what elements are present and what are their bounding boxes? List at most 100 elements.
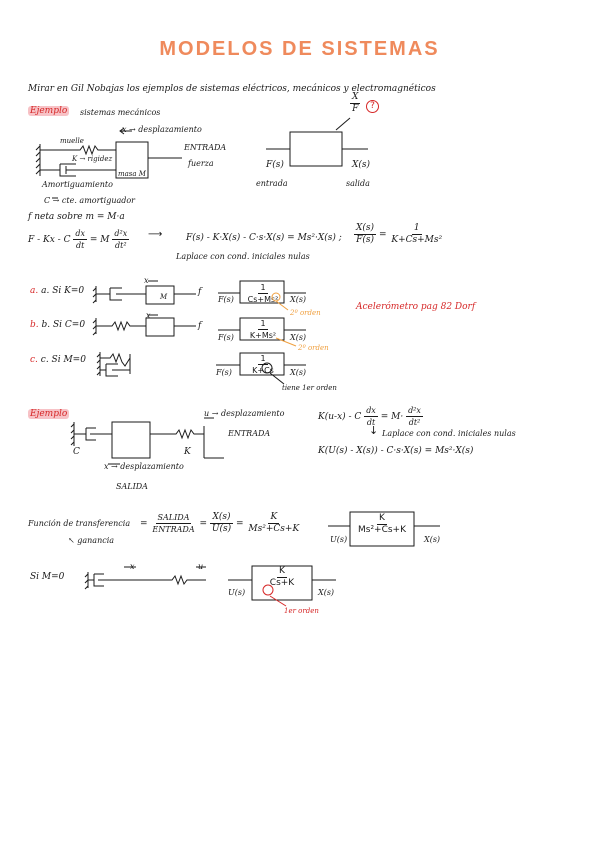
case-c-block xyxy=(239,352,285,376)
block-output-label: X(s) xyxy=(352,160,371,170)
case-c-note: tiene 1er orden xyxy=(282,384,337,392)
entrada-label: ENTRADA xyxy=(184,143,227,152)
mass-box-1 xyxy=(115,141,149,179)
case-b-block xyxy=(239,317,285,341)
ex2-k-label: K xyxy=(184,447,191,457)
intro-text: Mirar en Gil Nobajas los ejemplos de sis… xyxy=(28,84,436,94)
m0-out: X(s) xyxy=(318,588,335,597)
transfer-block xyxy=(349,511,415,547)
example2-label: Ejemplo xyxy=(28,409,70,419)
case-a-mass xyxy=(145,285,175,305)
case-a-circle xyxy=(271,292,281,302)
c-amortiguador-label: C → cte. amortiguador xyxy=(44,196,135,205)
m0-in: U(s) xyxy=(228,588,246,597)
case-a-label: a. a. Si K=0 xyxy=(30,286,85,296)
ex2-salida-label: SALIDA xyxy=(116,482,148,491)
entrada-small-label: entrada xyxy=(256,179,288,188)
masa-label: masa M xyxy=(118,170,146,178)
ex2-x-label: x → desplazamiento xyxy=(104,462,184,471)
ex2-mass xyxy=(111,421,151,459)
laplace-note: Laplace con cond. iniciales nulas xyxy=(176,252,310,261)
case-a-out: X(s) xyxy=(290,295,307,304)
ex2-laplace-note: Laplace con cond. iniciales nulas xyxy=(382,429,516,438)
case-b-wall xyxy=(92,318,97,336)
x-displacement-label: x → desplazamiento xyxy=(122,125,202,134)
case-b-mass xyxy=(145,317,175,337)
case-c-spring xyxy=(100,352,131,367)
example1-subtitle: sistemas mecánicos xyxy=(80,108,161,117)
case-c-wall xyxy=(96,352,101,376)
page-title: MODELOS DE SISTEMAS xyxy=(159,38,440,60)
ex2-damper xyxy=(74,427,112,441)
m0-note: 1er orden xyxy=(284,607,319,615)
muelle-label: muelle xyxy=(60,137,84,145)
transfer-block-in: U(s) xyxy=(330,535,348,544)
u-displacement-label: u → desplazamiento xyxy=(204,409,285,418)
case-a-pointer xyxy=(275,300,289,311)
case-b-note: 2º orden xyxy=(298,344,329,352)
x-arrow-1 xyxy=(119,127,132,135)
spring-1 xyxy=(40,144,116,156)
amortiguamiento-label: Amortiguamiento xyxy=(42,180,113,189)
implies-arrow: ⟶ xyxy=(148,229,163,240)
salida-small-label: salida xyxy=(346,179,370,188)
case-c-pointer xyxy=(269,372,285,385)
case-a-note: 2º orden xyxy=(290,309,321,317)
m0-circle xyxy=(262,584,274,596)
case-a-block xyxy=(239,280,285,304)
case-b-pointer xyxy=(275,337,297,347)
case-c-damper xyxy=(100,354,131,377)
wall-hatch xyxy=(35,145,41,175)
block-1 xyxy=(289,131,343,167)
case-c-circle xyxy=(261,362,273,374)
block-1-callout xyxy=(335,117,351,131)
m0-block xyxy=(251,565,313,601)
case-b-in: F(s) xyxy=(218,333,234,342)
ganancia-label: ↖ ganancia xyxy=(68,536,115,545)
case-b-f: f xyxy=(198,321,202,331)
question-mark: ? xyxy=(366,100,379,113)
transfer-function-label: Función de transferencia xyxy=(28,519,131,528)
ex2-down-arrow: ↓ xyxy=(369,424,379,437)
case-a-m: M xyxy=(160,293,168,301)
transfer-block-out: X(s) xyxy=(424,535,441,544)
m0-label: Si M=0 xyxy=(30,572,65,582)
ex2-c-label: C xyxy=(73,447,80,457)
case-b-label: b. b. Si C=0 xyxy=(30,320,86,330)
m0-damper-spring xyxy=(88,573,206,587)
block-input-label: F(s) xyxy=(266,160,284,170)
ex2-entrada-label: ENTRADA xyxy=(228,429,271,438)
case-c-in: F(s) xyxy=(216,368,232,377)
ex2-spring xyxy=(150,428,204,440)
m0-pointer xyxy=(269,595,287,607)
case-a-x: x xyxy=(144,276,149,285)
accelerometer-note: Acelerómetro pag 82 Dorf xyxy=(356,302,476,312)
case-b-spring xyxy=(96,320,146,332)
case-a-wall xyxy=(92,286,97,304)
equation-laplace: F(s) - K·X(s) - C·s·X(s) = Ms²·X(s) ; xyxy=(186,233,342,243)
case-a-f: f xyxy=(198,287,202,297)
k-rigidez-label: K → rigidez xyxy=(72,155,113,163)
case-a-damper xyxy=(96,287,146,301)
newton-law: f neta sobre m = M·a xyxy=(28,212,125,222)
m0-wall xyxy=(84,572,89,590)
ex2-wall xyxy=(70,422,75,446)
case-c-label: c. c. Si M=0 xyxy=(30,355,86,365)
ex2-equation-2: K(U(s) - X(s)) - C·s·X(s) = Ms²·X(s) xyxy=(318,446,474,456)
damper-1 xyxy=(40,163,116,177)
case-c-out: X(s) xyxy=(290,368,307,377)
fuerza-label: fuerza xyxy=(188,159,214,168)
example1-label: Ejemplo xyxy=(28,106,70,116)
ex2-input-end xyxy=(203,426,224,459)
case-a-in: F(s) xyxy=(218,295,234,304)
